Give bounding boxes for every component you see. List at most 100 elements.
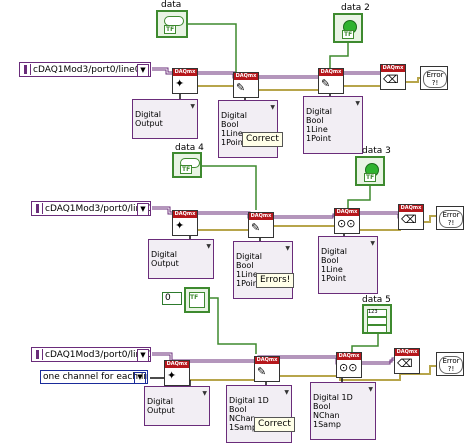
array-cell <box>367 317 387 325</box>
create-channel-selector-2[interactable]: Digital Output ▼ <box>148 239 214 279</box>
chevron-down-icon: ▼ <box>370 240 375 247</box>
data3-indicator-label: data 3 <box>362 146 391 156</box>
data2-boolean-indicator[interactable]: TF <box>333 13 363 43</box>
selector-label: Digital Bool 1Line 1Point <box>221 111 247 147</box>
read-glasses-icon: ⊙⊙ <box>337 217 356 230</box>
physical-channel-value: cDAQ1Mod3/port0/line0:1 <box>45 350 151 360</box>
daqmx-header: DAQmx <box>249 213 273 220</box>
create-channel-selector[interactable]: Digital Output ▼ <box>132 99 198 139</box>
read-selector-2[interactable]: Digital 1D Bool NChan 1Samp ▼ <box>310 382 376 440</box>
clear-task-vi-2[interactable]: DAQmx ⌫ <box>398 204 424 230</box>
chevron-down-icon[interactable]: ▼ <box>134 372 146 383</box>
selector-label: Digital Bool 1Line 1Point <box>306 107 332 143</box>
create-channel-icon: ✦ <box>175 219 185 232</box>
eraser-icon: ⌫ <box>401 213 417 226</box>
chevron-down-icon[interactable]: ▼ <box>137 64 149 76</box>
boolean-type-tag: TF <box>190 294 199 301</box>
daqmx-header: DAQmx <box>399 205 423 212</box>
error-handler-text: Error ?! <box>439 210 463 228</box>
error-handler-text: Error ?! <box>423 70 447 88</box>
boolean-type-tag: TF <box>164 25 177 34</box>
create-channel-icon: ✦ <box>167 369 177 382</box>
write-selector-4[interactable]: Digital 1D Bool NChan 1Samp ▼ <box>226 385 292 443</box>
eraser-icon: ⌫ <box>383 73 399 86</box>
write-vi-2[interactable]: DAQmx ✎ <box>318 68 344 94</box>
error-handler-text: Error ?! <box>439 356 463 374</box>
error-handler-vi[interactable]: Error ?! <box>420 66 448 90</box>
read-vi-1[interactable]: DAQmx ⊙⊙ <box>334 208 360 234</box>
selector-label: Digital 1D Bool NChan 1Samp <box>313 393 353 429</box>
chevron-down-icon: ▼ <box>206 243 211 250</box>
read-vi-2[interactable]: DAQmx ⊙⊙ <box>336 352 362 378</box>
array-cell <box>367 325 387 333</box>
selector-label: Digital Bool 1Line 1Point <box>236 252 262 288</box>
read-glasses-icon: ⊙⊙ <box>339 361 358 374</box>
data-control-label: data <box>161 0 182 10</box>
write-vi-4[interactable]: DAQmx ✎ <box>254 356 280 382</box>
section2-caption: Errors! <box>256 273 295 288</box>
selector-label: Digital Output <box>135 110 163 128</box>
write-vi-3[interactable]: DAQmx ✎ <box>248 212 274 238</box>
chevron-down-icon: ▼ <box>202 390 207 397</box>
create-channel-selector-3[interactable]: Digital Output ▼ <box>144 386 210 426</box>
data-wires-1 <box>186 23 349 72</box>
clear-task-vi-3[interactable]: DAQmx ⌫ <box>394 348 420 374</box>
create-channel-icon: ✦ <box>175 77 185 90</box>
selector-label: Digital Output <box>147 397 175 415</box>
chevron-down-icon: ▼ <box>355 100 360 107</box>
daqmx-header: DAQmx <box>381 65 405 72</box>
write-selector-2[interactable]: Digital Bool 1Line 1Point ▼ <box>303 96 363 154</box>
write-pencil-icon: ✎ <box>257 365 267 378</box>
selector-label: Digital 1D Bool NChan 1Samp <box>229 396 269 432</box>
daqmx-header: DAQmx <box>395 349 419 356</box>
data5-array-indicator[interactable]: 123 <box>362 304 392 334</box>
boolean-type-tag: TF <box>364 173 377 182</box>
write-pencil-icon: ✎ <box>321 77 331 90</box>
chevron-down-icon: ▼ <box>284 389 289 396</box>
selector-label: Digital Output <box>151 250 179 268</box>
line-grouping-ring[interactable]: one channel for each line ▼ <box>40 370 148 384</box>
read-selector-1[interactable]: Digital Bool 1Line 1Point ▼ <box>318 236 378 294</box>
io-constant-icon <box>21 64 31 75</box>
create-channel-vi-3[interactable]: DAQmx ✦ <box>164 360 190 386</box>
data4-boolean-control[interactable]: TF <box>172 152 202 178</box>
clear-task-vi[interactable]: DAQmx ⌫ <box>380 64 406 90</box>
task-wire-3 <box>152 352 404 365</box>
write-selector-3[interactable]: Digital Bool 1Line 1Point ▼ <box>233 241 293 299</box>
daqmx-header: DAQmx <box>255 357 279 364</box>
physical-channel-constant-2[interactable]: cDAQ1Mod3/port0/line0:1 ▼ <box>31 201 151 216</box>
line-grouping-value: one channel for each line <box>43 372 148 382</box>
physical-channel-constant[interactable]: cDAQ1Mod3/port0/line0 ▼ <box>19 62 151 77</box>
chevron-down-icon: ▼ <box>190 103 195 110</box>
daqmx-header: DAQmx <box>173 69 197 76</box>
eraser-icon: ⌫ <box>397 357 413 370</box>
write-selector-1[interactable]: Digital Bool 1Line 1Point ▼ <box>218 100 278 158</box>
data3-boolean-indicator[interactable]: TF <box>355 156 385 186</box>
chevron-down-icon[interactable]: ▼ <box>137 349 149 361</box>
index-numeric-control[interactable]: 0 <box>162 292 182 305</box>
chevron-down-icon[interactable]: ▼ <box>137 203 149 215</box>
boolean-type-tag: TF <box>342 30 355 39</box>
boolean-array-constant[interactable]: TF <box>184 287 210 313</box>
chevron-down-icon: ▼ <box>368 386 373 393</box>
physical-channel-constant-3[interactable]: cDAQ1Mod3/port0/line0:1 ▼ <box>31 347 151 362</box>
create-channel-vi-2[interactable]: DAQmx ✦ <box>172 210 198 236</box>
data2-indicator-label: data 2 <box>341 3 370 13</box>
error-handler-vi-2[interactable]: Error ?! <box>436 206 464 230</box>
io-constant-icon <box>33 203 43 214</box>
chevron-down-icon: ▼ <box>270 104 275 111</box>
chevron-down-icon: ▼ <box>285 245 290 252</box>
daqmx-header: DAQmx <box>319 69 343 76</box>
data-boolean-control[interactable]: TF <box>156 10 188 38</box>
data-wires-2 <box>198 165 371 210</box>
write-vi-1[interactable]: DAQmx ✎ <box>233 72 259 98</box>
create-channel-vi[interactable]: DAQmx ✦ <box>172 68 198 94</box>
io-constant-icon <box>33 349 43 360</box>
data-wires-3 <box>210 297 379 354</box>
write-pencil-icon: ✎ <box>236 81 246 94</box>
daqmx-header: DAQmx <box>165 361 189 368</box>
physical-channel-value: cDAQ1Mod3/port0/line0:1 <box>45 204 151 214</box>
boolean-type-tag: TF <box>180 165 193 174</box>
section3-caption: Correct <box>254 417 295 432</box>
error-handler-vi-3[interactable]: Error ?! <box>436 352 464 376</box>
